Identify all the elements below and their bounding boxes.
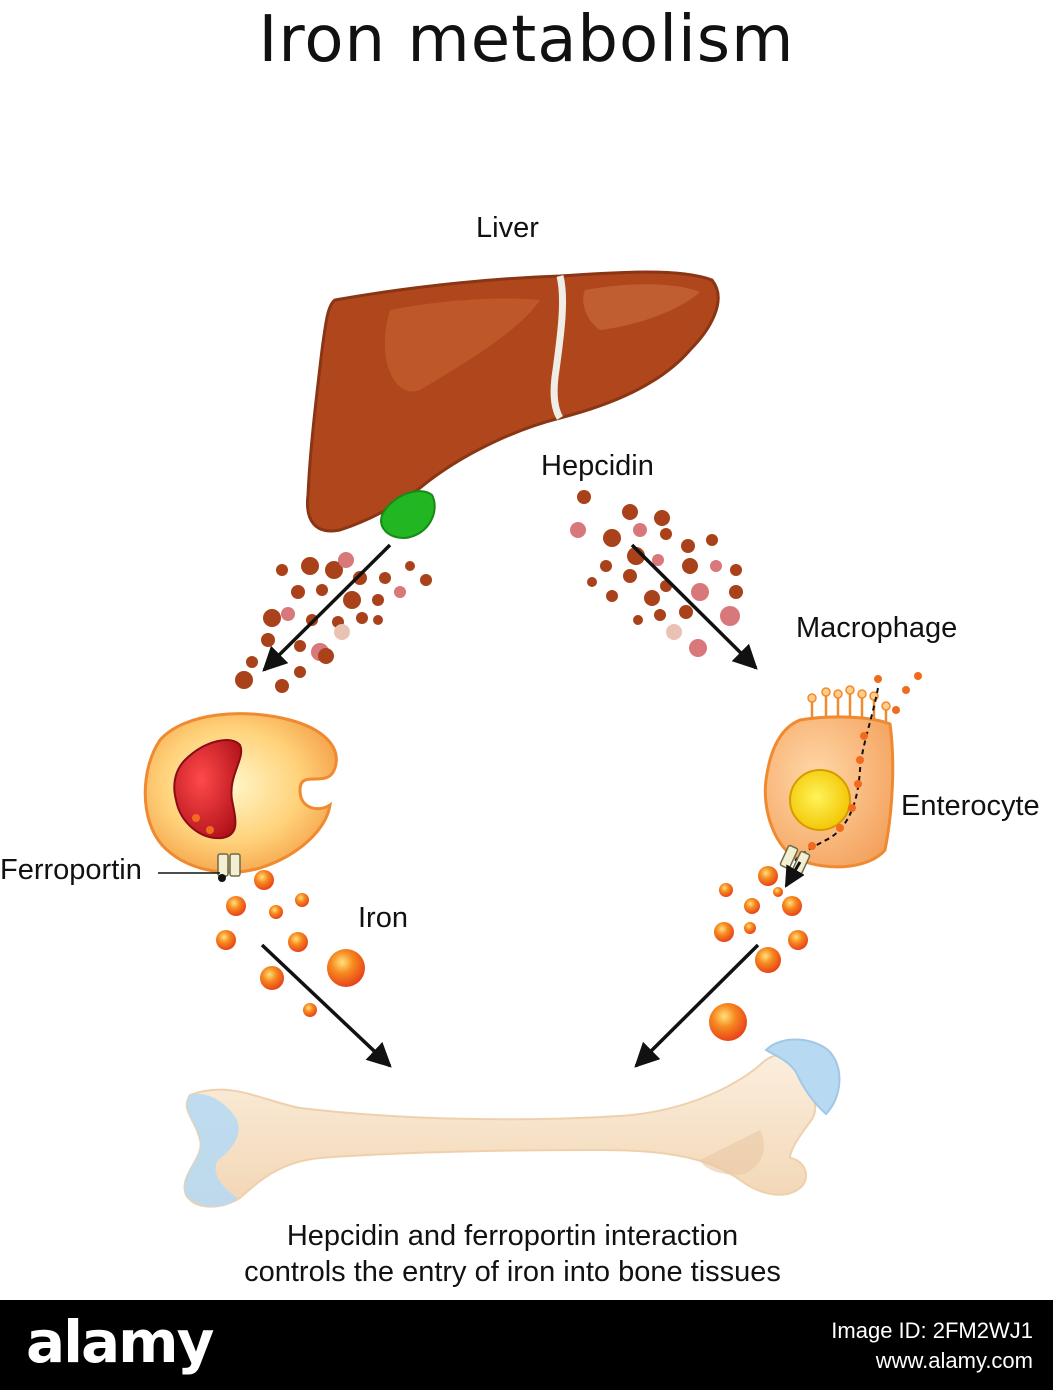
page-title: Iron metabolism — [258, 3, 795, 77]
stock-footer-bar: alamy Image ID: 2FM2WJ1 www.alamy.com — [0, 1300, 1053, 1390]
caption-line-2: controls the entry of iron into bone tis… — [244, 1256, 781, 1288]
liver-illustration — [305, 270, 720, 540]
gallbladder — [380, 490, 436, 540]
liver-highlight — [384, 298, 540, 392]
bone-left-cartilage — [184, 1093, 239, 1207]
label-iron: Iron — [358, 902, 408, 934]
liver-right-highlight — [583, 284, 700, 330]
label-macrophage: Macrophage — [796, 612, 958, 644]
falciform-ligament — [550, 275, 567, 420]
iron-particles-left — [216, 870, 365, 1017]
macrophage-cell — [143, 712, 338, 874]
iron-particles-right — [709, 866, 808, 1041]
bone-shading — [700, 1130, 764, 1175]
caption-line-1: Hepcidin and ferroportin interaction — [286, 1220, 739, 1252]
enterocyte-nucleus — [789, 769, 851, 831]
bone-illustration — [183, 1038, 841, 1208]
bone-shaft — [183, 1054, 817, 1208]
iron-metabolism-diagram — [143, 270, 922, 1208]
label-ferroportin: Ferroportin — [0, 854, 142, 886]
arrow-enterocyte-to-bone — [634, 943, 760, 1068]
site-url: www.alamy.com — [875, 1348, 1033, 1373]
arrow-enterocyte-out — [784, 861, 805, 888]
arrow-liver-to-macrophage — [262, 543, 392, 672]
arrow-liver-to-enterocyte — [630, 543, 758, 670]
ferroportin-left — [217, 853, 241, 882]
label-liver: Liver — [476, 212, 539, 244]
image-id: Image ID: 2FM2WJ1 — [831, 1318, 1033, 1343]
hepcidin-particles-right — [570, 490, 743, 657]
image-id-block: Image ID: 2FM2WJ1 www.alamy.com — [831, 1316, 1033, 1376]
alamy-logo: alamy — [26, 1308, 214, 1376]
hepcidin-particles-left — [235, 552, 432, 693]
macrophage-red-cell — [173, 739, 243, 840]
enterocyte-cell — [763, 672, 922, 869]
label-hepcidin: Hepcidin — [541, 450, 654, 482]
bone-femoral-head — [764, 1038, 841, 1116]
microvilli — [810, 694, 888, 730]
label-enterocyte: Enterocyte — [901, 790, 1040, 822]
arrow-macrophage-to-bone — [260, 943, 392, 1068]
diagram-caption: Hepcidin and ferroportin interaction con… — [0, 1218, 1025, 1290]
